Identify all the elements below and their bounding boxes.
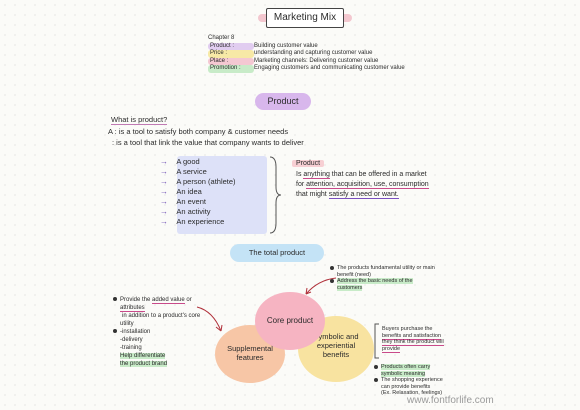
bullet-icon bbox=[330, 278, 334, 283]
chapter-value: understanding and capturing customer val… bbox=[254, 50, 373, 57]
total-product-pill: The total product bbox=[230, 244, 324, 262]
chapter-value: Marketing channels: Delivering customer … bbox=[254, 57, 379, 64]
chapter-value: Building customer value bbox=[254, 42, 318, 49]
supplemental-notes: Provide the added value or attributes in… bbox=[113, 296, 200, 368]
chapter-row-place: Place :Marketing channels: Delivering cu… bbox=[208, 57, 405, 66]
list-item: → An experience bbox=[160, 217, 225, 226]
arrow-icon: → bbox=[160, 167, 168, 176]
bullet-icon bbox=[113, 297, 117, 302]
list-item: → An event bbox=[160, 197, 206, 206]
list-item: → A person (athlete) bbox=[160, 177, 236, 186]
bullet-icon bbox=[330, 265, 334, 270]
answer-line-1: A : is a tool to satisfy both company & … bbox=[108, 127, 289, 136]
product-types-list: → A good → A service → A person (athlete… bbox=[160, 157, 236, 227]
page-title: Marketing Mix bbox=[266, 8, 344, 28]
core-product-circle: Core product bbox=[255, 292, 325, 350]
chapter-key: Place : bbox=[208, 57, 254, 66]
product-heading-pill: Product bbox=[255, 93, 311, 110]
arrow-icon bbox=[196, 306, 223, 332]
chapter-key: Promotion : bbox=[208, 65, 254, 73]
list-item: → A service bbox=[160, 167, 207, 176]
chapter-heading: Chapter 8 bbox=[208, 35, 235, 41]
arrow-icon: → bbox=[160, 177, 168, 186]
question-text: What is product? bbox=[111, 115, 168, 125]
buyers-note: Buyers purchase the benefits and satisfa… bbox=[382, 326, 444, 353]
definition-line-1: Is anything that can be offered in a mar… bbox=[296, 171, 427, 179]
definition-line-2: for attention, acquisition, use, consump… bbox=[296, 181, 429, 189]
answer-line-2: : is a tool that link the value that com… bbox=[112, 138, 304, 147]
curly-brace-icon bbox=[269, 156, 282, 234]
chapter-row-price: Price :understanding and capturing custo… bbox=[208, 50, 405, 58]
arrow-icon: → bbox=[160, 207, 168, 216]
arrow-icon: → bbox=[160, 157, 168, 166]
watermark: www.fontforlife.com bbox=[407, 395, 494, 406]
list-item: → An idea bbox=[160, 187, 202, 196]
bullet-icon bbox=[374, 364, 378, 369]
chapter-row-product: Product :Building customer value bbox=[208, 42, 405, 51]
list-item: → A good bbox=[160, 157, 200, 166]
product-types-box bbox=[177, 156, 267, 234]
bullet-icon bbox=[113, 329, 117, 334]
arrow-icon: → bbox=[160, 197, 168, 206]
chapter-key: Price : bbox=[208, 50, 254, 58]
chapter-key: Product : bbox=[208, 42, 254, 51]
arrow-icon bbox=[305, 277, 337, 295]
symbolic-benefits-circle: Symbolic and experiential benefits bbox=[298, 316, 374, 382]
arrow-icon: → bbox=[160, 187, 168, 196]
bracket-icon bbox=[374, 323, 379, 359]
chapter-value: Engaging customers and communicating cus… bbox=[254, 65, 405, 72]
list-item: → An activity bbox=[160, 207, 211, 216]
core-notes: The products fundamental utility or main… bbox=[330, 265, 435, 291]
what-is-product-question: What is product? bbox=[111, 115, 168, 125]
chapter-summary: Chapter 8 Product :Building customer val… bbox=[208, 35, 405, 73]
definition-label: Product bbox=[292, 160, 325, 167]
bullet-icon bbox=[374, 377, 378, 382]
symbolic-notes: Products often carry symbolic meaning Th… bbox=[374, 364, 443, 397]
chapter-row-promotion: Promotion :Engaging customers and commun… bbox=[208, 65, 405, 73]
definition-line-3: that might satisfy a need or want. bbox=[296, 191, 399, 199]
arrow-icon: → bbox=[160, 217, 168, 226]
